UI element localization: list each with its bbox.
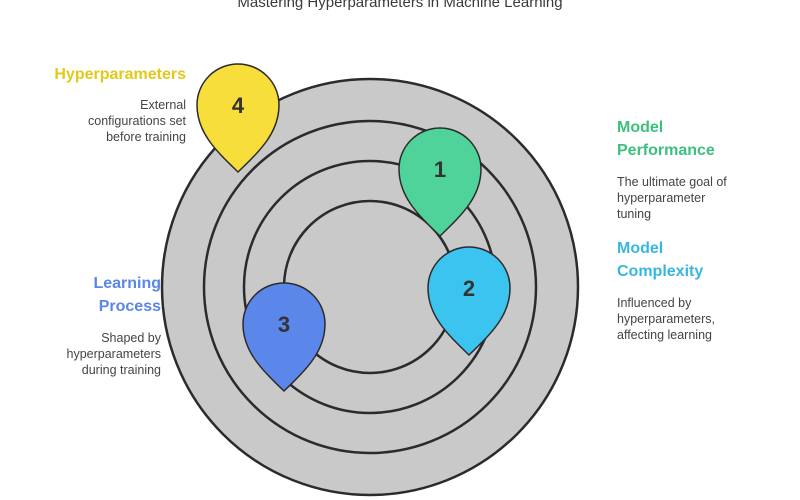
description-line: Shaped by bbox=[101, 331, 161, 345]
heading-line: Hyperparameters bbox=[54, 66, 186, 83]
description-line: before training bbox=[106, 130, 186, 144]
label-model-complexity: Model Complexity Influenced by hyperpara… bbox=[617, 237, 787, 343]
heading-line: Complexity bbox=[617, 263, 704, 280]
description-line: The ultimate goal of bbox=[617, 175, 727, 189]
marker-4[interactable]: 4 bbox=[196, 63, 280, 174]
heading-line: Model bbox=[617, 119, 664, 136]
label-model-performance-description: The ultimate goal of hyperparameter tuni… bbox=[617, 174, 787, 222]
label-hyperparameters: Hyperparameters External configurations … bbox=[16, 63, 186, 145]
label-hyperparameters-description: External configurations set before train… bbox=[16, 97, 186, 145]
label-learning-process-description: Shaped by hyperparameters during trainin… bbox=[0, 330, 162, 378]
marker-1-pin bbox=[398, 127, 482, 238]
label-learning-process: Learning Process Shaped by hyperparamete… bbox=[0, 272, 162, 378]
marker-2[interactable]: 2 bbox=[427, 246, 511, 357]
label-model-performance-heading: Model Performance bbox=[617, 116, 787, 162]
heading-line: Process bbox=[98, 298, 161, 315]
description-line: during training bbox=[81, 363, 161, 377]
marker-3-number: 3 bbox=[278, 312, 290, 337]
marker-2-pin bbox=[427, 246, 511, 357]
marker-1[interactable]: 1 bbox=[398, 127, 482, 238]
label-model-complexity-description: Influenced by hyperparameters, affecting… bbox=[617, 295, 787, 343]
description-line: External bbox=[140, 98, 186, 112]
label-model-complexity-heading: Model Complexity bbox=[617, 237, 787, 283]
heading-line: Learning bbox=[93, 275, 161, 292]
heading-line: Performance bbox=[617, 142, 715, 159]
heading-line: Model bbox=[617, 240, 664, 257]
marker-4-number: 4 bbox=[232, 93, 245, 118]
marker-1-number: 1 bbox=[434, 157, 446, 182]
description-line: hyperparameters bbox=[66, 347, 162, 361]
diagram-title: Mastering Hyperparameters in Machine Lea… bbox=[237, 0, 563, 11]
description-line: affecting learning bbox=[617, 328, 712, 342]
description-line: configurations set bbox=[88, 114, 186, 128]
description-line: Influenced by bbox=[617, 296, 692, 310]
label-hyperparameters-heading: Hyperparameters bbox=[16, 63, 186, 86]
label-learning-process-heading: Learning Process bbox=[0, 272, 161, 318]
marker-3[interactable]: 3 bbox=[242, 282, 326, 393]
description-line: hyperparameter bbox=[617, 191, 706, 205]
marker-3-pin bbox=[242, 282, 326, 393]
marker-4-pin bbox=[196, 63, 280, 174]
description-line: tuning bbox=[617, 207, 652, 221]
description-line: hyperparameters, bbox=[617, 312, 715, 326]
label-model-performance: Model Performance The ultimate goal of h… bbox=[617, 116, 787, 222]
marker-2-number: 2 bbox=[463, 276, 475, 301]
